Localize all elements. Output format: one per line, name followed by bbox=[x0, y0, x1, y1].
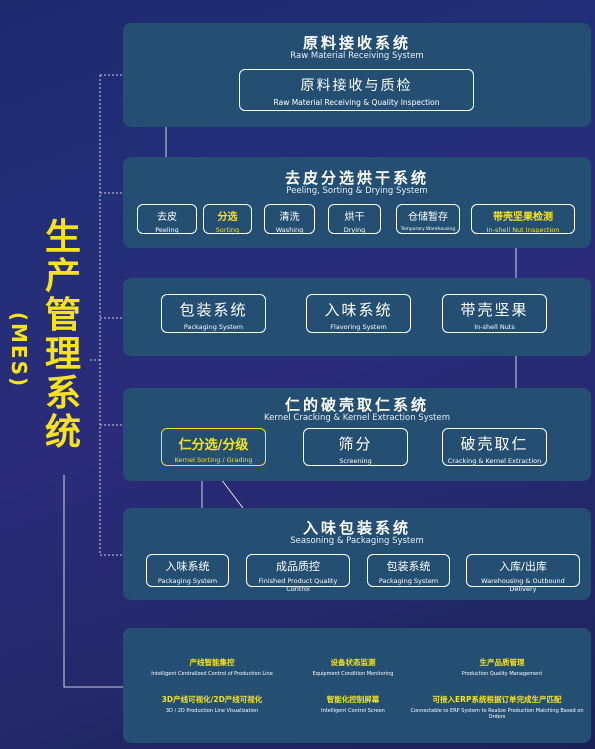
feature-item: 可接入ERP系统根据订单完成生产匹配 Connectable to ERP Sy… bbox=[403, 694, 591, 720]
step-en: Finished Product Quality Control bbox=[258, 577, 338, 593]
step-zh: 仓储暂存 bbox=[408, 212, 448, 223]
step-en: Cracking & Kernel Extraction bbox=[447, 457, 542, 465]
panel-subtitle: Peeling, Sorting & Drying System bbox=[286, 186, 428, 196]
step-zh: 分选 bbox=[217, 212, 238, 223]
packaging-system-box[interactable]: 包装系统 Packaging System bbox=[161, 294, 266, 333]
step-en: Kernel Sorting / Grading bbox=[174, 456, 253, 464]
step-en: Warehousing & Outbound Delivery bbox=[481, 577, 565, 593]
step-zh: 去皮 bbox=[157, 212, 177, 223]
vertical-title: 生 产 管 理 系 统 bbox=[40, 218, 86, 452]
step-en: Washing bbox=[275, 226, 304, 234]
step-en: Packaging System bbox=[183, 323, 244, 331]
panel-subtitle: Kernel Cracking & Kernel Extraction Syst… bbox=[263, 413, 450, 423]
kernel-sorting-box[interactable]: 仁分选/分级 Kernel Sorting / Grading bbox=[161, 428, 266, 466]
step-en: Temporary Warehousing bbox=[400, 227, 456, 232]
step-zh: 破壳取仁 bbox=[460, 435, 529, 453]
feature-en: Connectable to ERP System to Realize Pro… bbox=[410, 708, 584, 720]
inshell-inspection-box[interactable]: 带壳坚果检测 In-shell Nut Inspection bbox=[471, 204, 575, 234]
inshell-panel: 包装系统 Packaging System 入味系统 Flavoring Sys… bbox=[123, 278, 591, 356]
peeling-panel: 去皮分选烘干系统 Peeling, Sorting & Drying Syste… bbox=[123, 157, 591, 248]
sorting-step-box[interactable]: 分选 Sorting bbox=[203, 204, 252, 234]
washing-step-box[interactable]: 清洗 Washing bbox=[264, 204, 315, 234]
feature-en: Production Quality Management bbox=[461, 671, 543, 677]
feature-zh: 设备状态监测 bbox=[330, 658, 376, 667]
step-zh: 烘干 bbox=[344, 212, 365, 223]
step-zh: 带壳坚果检测 bbox=[493, 212, 553, 223]
screening-box[interactable]: 筛分 Screening bbox=[303, 428, 408, 466]
inshell-nuts-box[interactable]: 带壳坚果 In-shell Nuts bbox=[442, 294, 547, 333]
feature-zh: 3D产线可视化/2D产线可视化 bbox=[161, 695, 263, 704]
step-en: Screening bbox=[339, 457, 372, 465]
feature-item: 产线智能集控 Intelligent Centralized Control o… bbox=[123, 657, 301, 677]
feature-zh: 可接入ERP系统根据订单完成生产匹配 bbox=[432, 695, 562, 704]
panel-subtitle: Seasoning & Packaging System bbox=[290, 536, 424, 546]
feature-en: Intelligent Control Screen bbox=[321, 708, 385, 714]
vertical-title-char: 产 bbox=[44, 256, 81, 297]
step-zh: 成品质控 bbox=[276, 560, 320, 573]
step-en: Peeling bbox=[155, 226, 179, 234]
panel-subtitle: Raw Material Receiving System bbox=[290, 51, 424, 61]
cracking-box[interactable]: 破壳取仁 Cracking & Kernel Extraction bbox=[442, 428, 547, 466]
step-zh: 筛分 bbox=[338, 435, 373, 453]
raw-material-box[interactable]: 原料接收与质检 Raw Material Receiving & Quality… bbox=[239, 69, 474, 111]
feature-en: Intelligent Centralized Control of Produ… bbox=[151, 671, 273, 677]
feature-item: 生产品质管理 Production Quality Management bbox=[413, 657, 591, 677]
features-panel: 产线智能集控 Intelligent Centralized Control o… bbox=[123, 628, 591, 743]
panel-title: 去皮分选烘干系统 bbox=[284, 169, 429, 187]
feature-item: 3D产线可视化/2D产线可视化 3D / 2D Production Line … bbox=[123, 694, 301, 714]
mes-label: (MES) bbox=[4, 300, 34, 400]
peeling-step-box[interactable]: 去皮 Peeling bbox=[137, 204, 197, 234]
step-en: Packaging System bbox=[378, 577, 439, 585]
vertical-title-char: 管 bbox=[44, 295, 81, 336]
feature-zh: 生产品质管理 bbox=[479, 658, 525, 667]
step-en: In-shell Nuts bbox=[474, 323, 515, 331]
panel-title: 入味包装系统 bbox=[302, 519, 411, 537]
flavoring-system-box[interactable]: 入味系统 Flavoring System bbox=[306, 294, 411, 333]
flavoring-box[interactable]: 入味系统 Packaging System bbox=[146, 554, 229, 587]
step-zh: 包装系统 bbox=[179, 301, 248, 319]
mes-text: (MES) bbox=[7, 311, 31, 389]
drying-step-box[interactable]: 烘干 Drying bbox=[328, 204, 381, 234]
raw-material-panel: 原料接收系统 Raw Material Receiving System 原料接… bbox=[123, 23, 591, 127]
packaging-box[interactable]: 包装系统 Packaging System bbox=[367, 554, 450, 587]
kernel-panel: 仁的破壳取仁系统 Kernel Cracking & Kernel Extrac… bbox=[123, 388, 591, 481]
feature-en: 3D / 2D Production Line Visualization bbox=[165, 708, 259, 714]
feature-zh: 产线智能集控 bbox=[189, 658, 235, 667]
vertical-title-char: 统 bbox=[44, 412, 81, 453]
warehousing-box[interactable]: 入库/出库 Warehousing & Outbound Delivery bbox=[466, 554, 580, 593]
panel-title: 原料接收系统 bbox=[302, 34, 411, 52]
feature-item: 智能化控制屏幕 Intelligent Control Screen bbox=[288, 694, 418, 714]
step-zh: 带壳坚果 bbox=[460, 301, 529, 319]
step-zh: 入库/出库 bbox=[499, 560, 547, 573]
step-zh: 包装系统 bbox=[386, 560, 431, 573]
step-en: Packaging System bbox=[157, 577, 218, 585]
step-zh: 仁分选/分级 bbox=[178, 438, 249, 453]
box-zh: 原料接收与质检 bbox=[300, 78, 413, 94]
feature-zh: 智能化控制屏幕 bbox=[326, 695, 380, 704]
box-en: Raw Material Receiving & Quality Inspect… bbox=[273, 98, 440, 107]
step-en: Drying bbox=[343, 226, 366, 234]
vertical-title-char: 理 bbox=[44, 334, 81, 375]
feature-item: 设备状态监测 Equipment Condition Monitoring bbox=[288, 657, 418, 677]
vertical-title-char: 系 bbox=[44, 373, 81, 414]
warehousing-step-box[interactable]: 仓储暂存 Temporary Warehousing bbox=[396, 204, 460, 234]
step-en: In-shell Nut Inspection bbox=[486, 226, 560, 234]
seasoning-panel: 入味包装系统 Seasoning & Packaging System 入味系统… bbox=[123, 508, 591, 600]
step-en: Flavoring System bbox=[330, 323, 387, 331]
vertical-title-char: 生 bbox=[44, 217, 81, 258]
step-en: Sorting bbox=[215, 226, 240, 234]
panel-title: 仁的破壳取仁系统 bbox=[284, 396, 429, 414]
step-zh: 入味系统 bbox=[324, 301, 393, 319]
quality-control-box[interactable]: 成品质控 Finished Product Quality Control bbox=[246, 554, 350, 593]
feature-en: Equipment Condition Monitoring bbox=[312, 671, 394, 677]
step-zh: 入味系统 bbox=[165, 560, 210, 573]
step-zh: 清洗 bbox=[279, 212, 300, 223]
